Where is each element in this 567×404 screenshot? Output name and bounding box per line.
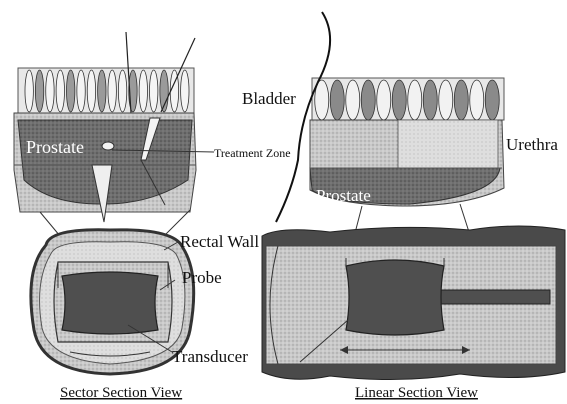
sector-fin xyxy=(139,70,147,112)
linear-fin xyxy=(454,80,468,120)
sector-urethra xyxy=(102,142,114,150)
sector-fin xyxy=(98,70,106,112)
linear-fin xyxy=(470,80,484,120)
linear-transducer xyxy=(346,260,444,335)
sector-fin xyxy=(87,70,95,112)
sector-fin xyxy=(149,70,157,112)
urethra-label: Urethra xyxy=(506,135,558,154)
sector-fin xyxy=(181,70,189,112)
sector-fin xyxy=(46,70,54,112)
sector-fin xyxy=(77,70,85,112)
sector-caption: Sector Section View xyxy=(60,385,182,401)
sector-fin xyxy=(25,70,33,112)
linear-caption: Linear Section View xyxy=(355,385,478,401)
treatment-zone-label: Treatment Zone xyxy=(214,146,291,160)
rectal-wall-label: Rectal Wall xyxy=(180,232,259,251)
sector-fin xyxy=(118,70,126,112)
sector-section-view xyxy=(14,32,196,374)
linear-fin xyxy=(392,80,406,120)
linear-fin xyxy=(439,80,453,120)
sector-fin xyxy=(35,70,43,112)
linear-section-view xyxy=(262,12,565,380)
prostate-label-right: Prostate xyxy=(316,186,371,205)
linear-fin xyxy=(361,80,375,120)
linear-fin xyxy=(485,80,499,120)
linear-fin xyxy=(408,80,422,120)
linear-fin xyxy=(346,80,360,120)
linear-fin xyxy=(423,80,437,120)
linear-probe-shaft xyxy=(430,290,550,304)
sector-fin xyxy=(56,70,64,112)
linear-fin xyxy=(330,80,344,120)
linear-fin-overlap xyxy=(398,120,498,168)
bladder-label: Bladder xyxy=(242,89,296,108)
linear-fin xyxy=(377,80,391,120)
sector-projection-left xyxy=(40,212,60,236)
probe-label: Probe xyxy=(182,268,222,287)
sector-transducer xyxy=(62,272,158,334)
prostate-label-left: Prostate xyxy=(26,137,84,157)
sector-fin xyxy=(66,70,74,112)
sector-fin xyxy=(108,70,116,112)
transducer-label: Transducer xyxy=(172,347,248,366)
